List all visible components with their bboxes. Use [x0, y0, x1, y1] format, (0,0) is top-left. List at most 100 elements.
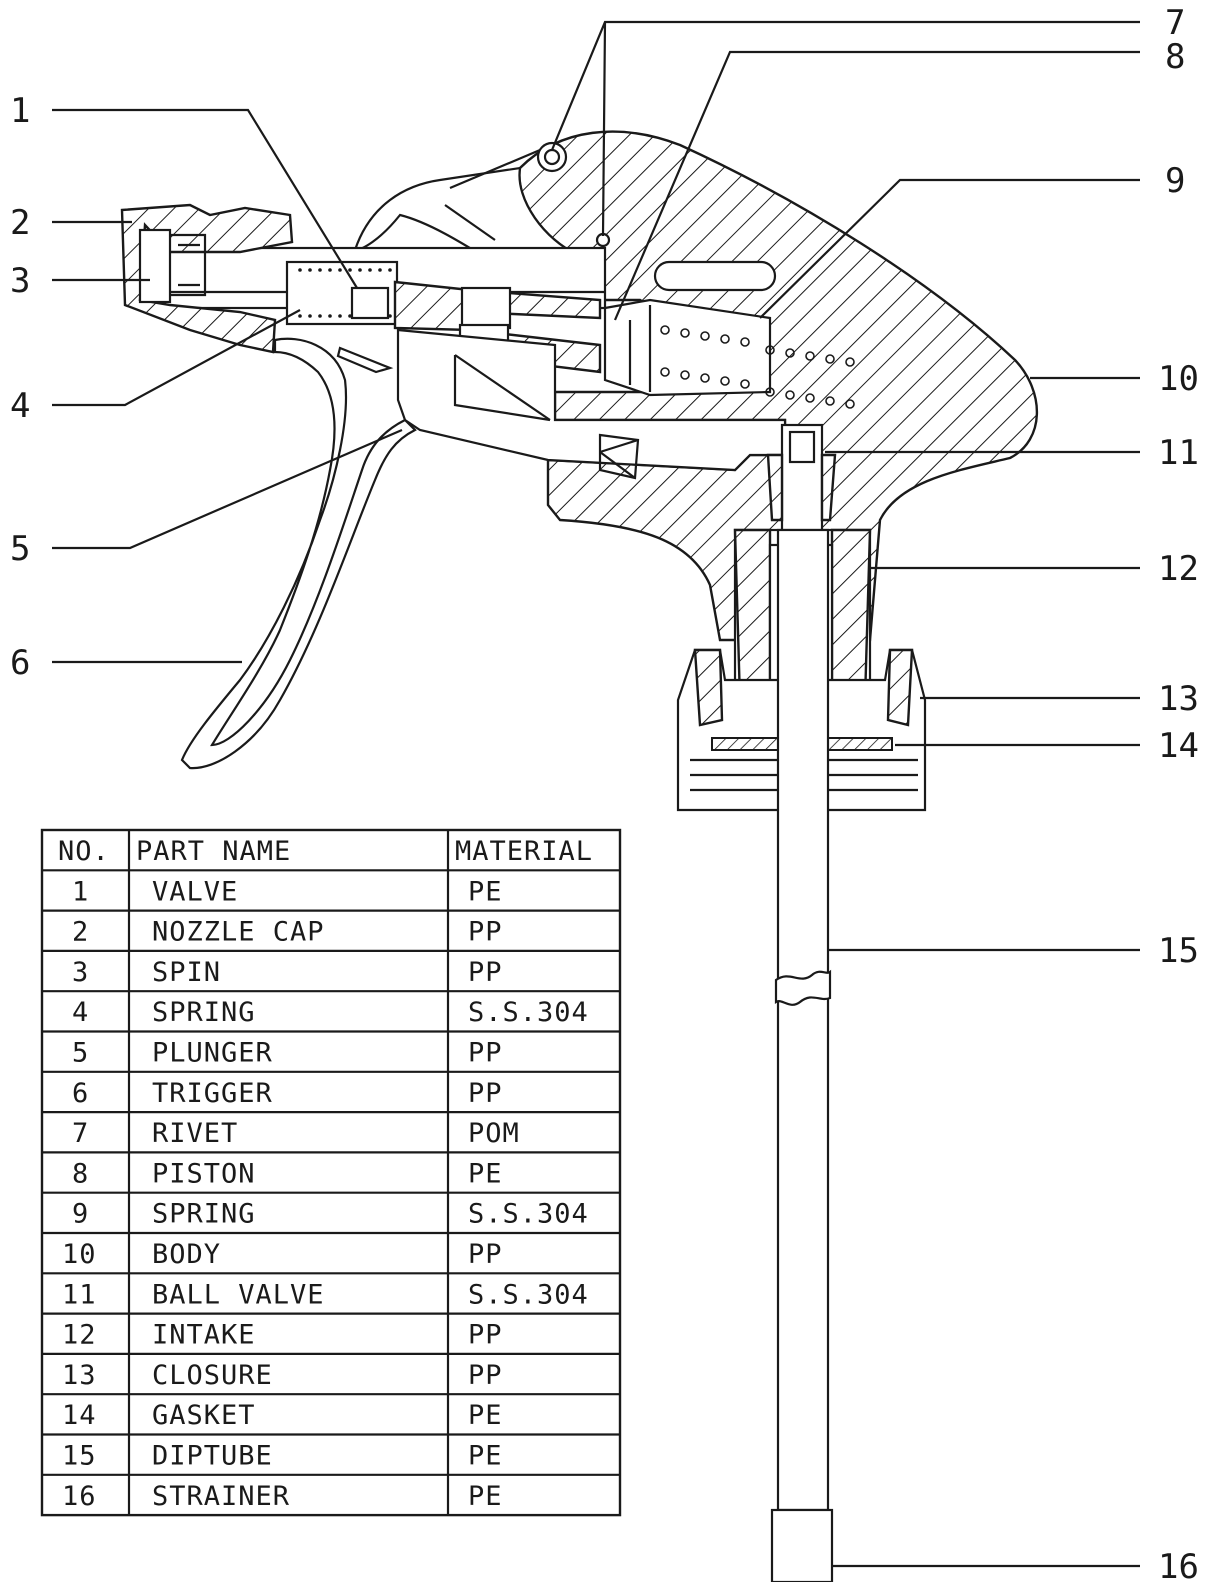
callout-12: 12 [1158, 549, 1199, 589]
leader-8 [613, 50, 1140, 321]
callout-7: 7 [1165, 3, 1185, 43]
trigger-6 [180, 337, 417, 770]
spring-4-dots [298, 268, 392, 318]
trigger-rib [336, 346, 394, 374]
part-name: SPRING [152, 1199, 256, 1230]
part-material: PP [468, 917, 503, 948]
part-material: PE [468, 1481, 503, 1512]
part-name: INTAKE [152, 1320, 256, 1351]
part-number: 13 [62, 1360, 97, 1391]
piston-dots [660, 325, 855, 409]
valve-1 [393, 280, 472, 332]
table-row: 5 PLUNGER PP [72, 1038, 503, 1069]
valve-tip [350, 286, 390, 320]
part-material: PE [468, 1441, 503, 1472]
callout-14: 14 [1158, 726, 1199, 766]
part-number: 15 [62, 1441, 97, 1472]
part-material: PP [468, 1239, 503, 1270]
part-material: PE [468, 876, 503, 907]
callout-15: 15 [1158, 931, 1199, 971]
table-row: 9 SPRING S.S.304 [72, 1199, 589, 1230]
callout-11: 11 [1158, 433, 1199, 473]
table-row: 3 SPIN PP [72, 957, 503, 988]
part-name: RIVET [152, 1118, 238, 1149]
leader-1 [52, 108, 358, 289]
leader-5 [52, 428, 403, 550]
callout-13: 13 [1158, 679, 1199, 719]
part-material: PP [468, 1038, 503, 1069]
part-name: TRIGGER [152, 1078, 273, 1109]
part-name: PLUNGER [152, 1038, 273, 1069]
part-name: BODY [152, 1239, 221, 1270]
diptube-15 [776, 528, 830, 1512]
part-number: 8 [72, 1158, 89, 1189]
table-row: 16 STRAINER PE [62, 1481, 503, 1512]
part-number: 3 [72, 957, 89, 988]
part-name: BALL VALVE [152, 1279, 325, 1310]
spin [138, 228, 172, 304]
part-number: 12 [62, 1320, 97, 1351]
part-material: PP [468, 1078, 503, 1109]
part-number: 5 [72, 1038, 89, 1069]
part-material: S.S.304 [468, 1199, 589, 1230]
part-number: 9 [72, 1199, 89, 1230]
part-name: GASKET [152, 1400, 256, 1431]
part-name: VALVE [152, 876, 238, 907]
strainer-16 [770, 1508, 834, 1584]
table-header-cell: PART NAME [136, 836, 291, 867]
table-row: 10 BODY PP [62, 1239, 503, 1270]
leader-7 [550, 20, 1140, 237]
table-row: 7 RIVET POM [72, 1118, 520, 1149]
part-material: PE [468, 1400, 503, 1431]
callout-2: 2 [10, 203, 30, 243]
table-row: 13 CLOSURE PP [62, 1360, 503, 1391]
part-name: SPIN [152, 957, 221, 988]
body-slot [653, 260, 777, 292]
callout-5: 5 [10, 529, 30, 569]
part-number: 6 [72, 1078, 89, 1109]
leader-lines [52, 20, 1140, 1568]
callout-8: 8 [1165, 37, 1185, 77]
part-number: 10 [62, 1239, 97, 1270]
part-number: 2 [72, 917, 89, 948]
part-material: PP [468, 957, 503, 988]
callout-6: 6 [10, 643, 30, 683]
part-name: CLOSURE [152, 1360, 273, 1391]
intake-walls [733, 528, 772, 702]
callout-4: 4 [10, 386, 30, 426]
table-row: 11 BALL VALVE S.S.304 [62, 1279, 589, 1310]
part-material: POM [468, 1118, 520, 1149]
callout-9: 9 [1165, 161, 1185, 201]
part-number: 16 [62, 1481, 97, 1512]
table-row: 15 DIPTUBE PE [62, 1441, 503, 1472]
part-number: 4 [72, 997, 89, 1028]
table-header-cell: NO. [58, 836, 110, 867]
part-number: 7 [72, 1118, 89, 1149]
part-material: PP [468, 1360, 503, 1391]
table-row: 6 TRIGGER PP [72, 1078, 503, 1109]
plunger-hub [460, 286, 512, 330]
piston-8 [603, 298, 772, 397]
part-name: PISTON [152, 1158, 256, 1189]
callout-10: 10 [1158, 359, 1199, 399]
table-border [40, 828, 622, 1517]
leader-4 [52, 309, 301, 407]
leader-9 [759, 178, 1140, 319]
sprayer-cross-section: 1 2 3 4 5 6 7 8 9 10 11 12 13 14 15 16 [10, 3, 1199, 1587]
callout-16: 16 [1158, 1547, 1199, 1582]
part-material: PP [468, 1320, 503, 1351]
part-name: STRAINER [152, 1481, 290, 1512]
part-material: S.S.304 [468, 1279, 589, 1310]
part-material: S.S.304 [468, 997, 589, 1028]
part-name: DIPTUBE [152, 1441, 273, 1472]
callout-numbers: 1 2 3 4 5 6 7 8 9 10 11 12 13 14 15 16 [10, 3, 1199, 1587]
table-row: 12 INTAKE PP [62, 1320, 503, 1351]
part-number: 11 [62, 1279, 97, 1310]
